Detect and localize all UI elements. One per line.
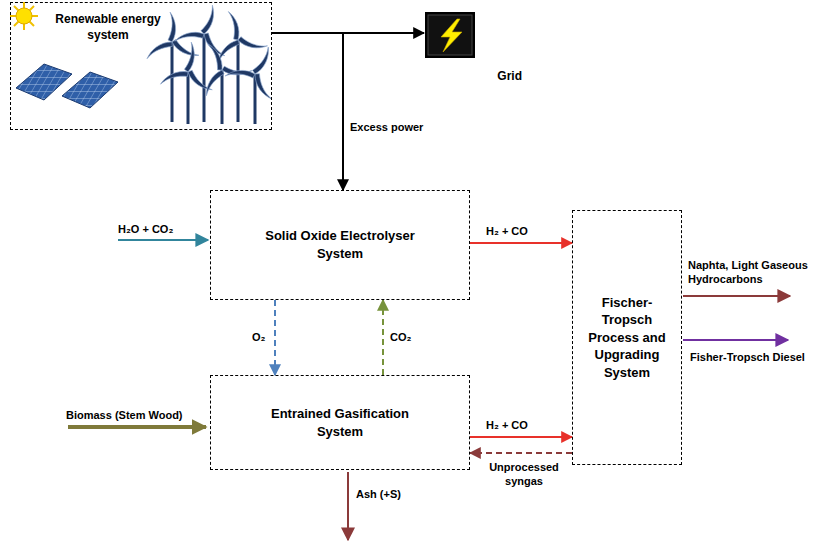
flow-label: Biomass (Stem Wood) <box>66 408 183 422</box>
sun-icon <box>10 2 38 30</box>
flow-label: Ash (+S) <box>356 487 401 501</box>
flow-connector <box>274 300 276 375</box>
node-text: Renewable energy system <box>53 11 163 43</box>
solar-panel <box>16 64 118 108</box>
process-box: Solid Oxide Electrolyser System <box>210 190 470 300</box>
node-text: Grid <box>497 68 522 84</box>
edge-label: Excess power <box>350 120 423 134</box>
edge-label: H₂ + CO <box>486 224 528 238</box>
edge-label: H₂ + CO <box>486 418 528 432</box>
node-text: Fischer-Tropsch Process and Upgrading Sy… <box>579 294 675 382</box>
flow-connector <box>470 436 572 438</box>
edge-label: Unprocessed syngas <box>482 460 566 489</box>
output-arrow <box>683 295 790 297</box>
flow-label: Naphta, Light Gaseous Hydrocarbons <box>688 258 818 287</box>
flow-label: Fisher-Tropsch Diesel <box>690 350 805 364</box>
feed-arrow <box>68 425 206 429</box>
flow-connector <box>470 452 572 454</box>
process-box: Entrained Gasification System <box>210 375 470 470</box>
node-text: Solid Oxide Electrolyser System <box>255 227 425 262</box>
node-text: Entrained Gasification System <box>255 405 425 440</box>
system-box: Renewable energy system <box>10 2 272 130</box>
edge-label: O₂ <box>252 330 265 344</box>
feed-arrow <box>118 239 208 241</box>
flow-connector <box>382 300 384 375</box>
flow-label: H₂O + CO₂ <box>118 222 173 236</box>
grid-icon <box>425 12 475 58</box>
flow-connector <box>272 33 343 190</box>
output-arrow <box>683 339 788 341</box>
process-box: Fischer-Tropsch Process and Upgrading Sy… <box>572 210 682 465</box>
grid-node: Grid <box>424 12 522 84</box>
edge-label: CO₂ <box>390 330 411 344</box>
output-arrow <box>347 472 349 540</box>
flow-connector <box>470 242 572 244</box>
